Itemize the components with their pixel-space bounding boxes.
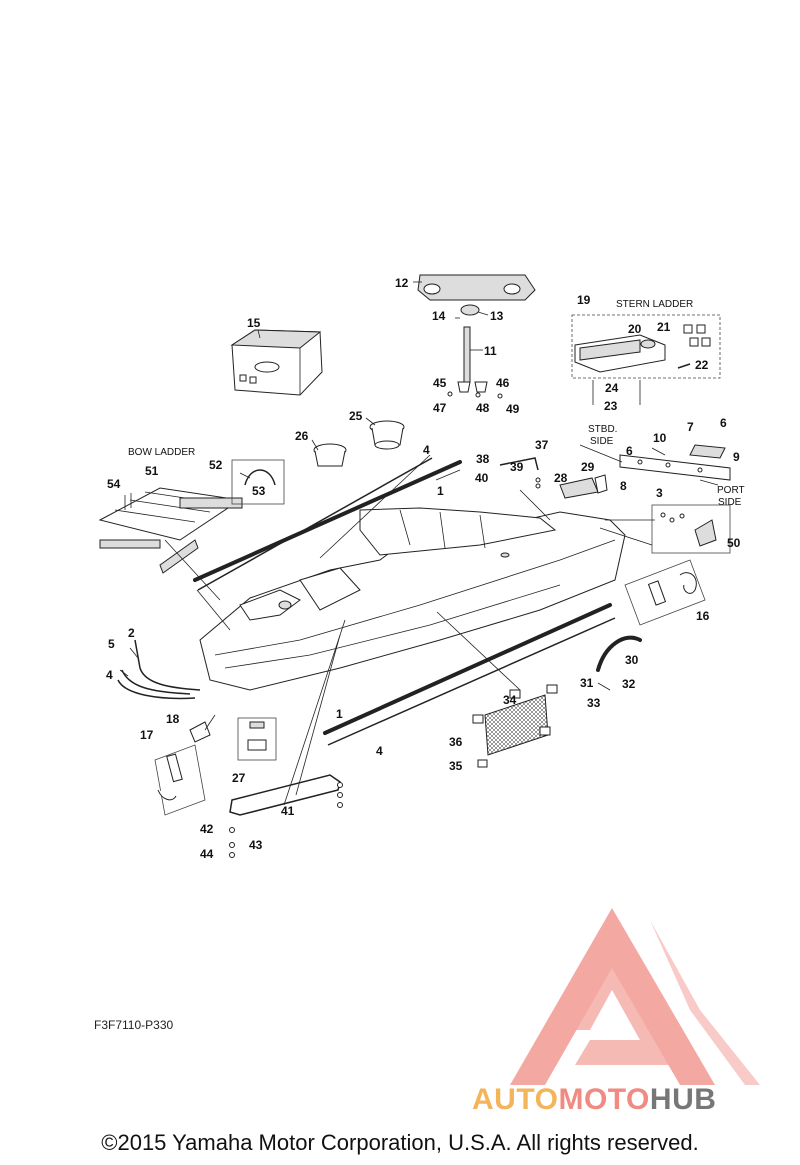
part-17-cleat-box [154,744,206,816]
callout: 54 [107,477,121,491]
watermark-logo [510,908,760,1085]
callout: 30 [625,653,639,667]
leader-lines [119,281,719,806]
callout: 53 [252,484,266,498]
callout: 16 [696,609,710,623]
callout: 34 [503,693,517,707]
part-25-cup-holder [369,420,405,450]
callout: 33 [587,696,601,710]
part-2-4-5-bow-trim [117,639,201,700]
copyright-footer: ©2015 Yamaha Motor Corporation, U.S.A. A… [101,1130,699,1155]
stbd-side-label-1: STBD. [588,424,617,435]
callout: 14 [432,309,446,323]
part-1-4-rub-rails [193,457,616,746]
callouts: 12 13 14 11 45 46 47 48 49 15 19 20 21 2… [106,276,741,861]
callout: 22 [695,358,709,372]
part-51-bow-ladder [98,487,243,574]
callout: 51 [145,464,159,478]
stbd-side-label-2: SIDE [590,436,614,447]
callout: 38 [476,452,490,466]
callout: 47 [433,401,447,415]
part-54-bolts [124,493,132,510]
callout: 21 [657,320,671,334]
callout: 11 [484,344,497,358]
callout: 1 [437,484,444,498]
callout: 44 [200,847,214,861]
callout: 50 [727,536,741,550]
callout: 40 [475,471,489,485]
callout: 20 [628,322,642,336]
callout: 25 [349,409,363,423]
callout: 23 [604,399,618,413]
callout: 49 [506,402,520,416]
callout: 12 [395,276,409,290]
watermark-brand: AUTOMOTOHUB [472,1083,716,1117]
part-18-bracket [189,721,211,743]
callout: 29 [581,460,595,474]
callout: 8 [620,479,627,493]
callout: 4 [106,668,113,682]
stern-ladder-box [571,314,721,405]
callout: 15 [247,316,261,330]
callout: 36 [449,735,463,749]
callout: 6 [720,416,727,430]
callout: 46 [496,376,510,390]
watermark-part2: MOTO [558,1083,650,1116]
callout: 41 [281,804,295,818]
watermark-part3: HUB [649,1083,717,1116]
callout: 26 [295,429,309,443]
callout: 39 [510,460,524,474]
part-30-strip [596,635,642,672]
callout: 7 [687,420,694,434]
callout: 1 [336,707,343,721]
part-12-cover [417,274,536,301]
callout: 27 [232,771,246,785]
part-34-net [472,684,558,768]
callout: 18 [166,712,180,726]
part-52-53-handle-box [231,459,285,505]
callout: 28 [554,471,568,485]
part-3-10-bracket [619,444,731,481]
callout: 35 [449,759,463,773]
drawing-code: F3F7110-P330 [94,1018,174,1032]
part-28-29 [559,474,608,499]
boat-hull [199,507,626,691]
part-50-plate [651,504,731,554]
callout: 43 [249,838,263,852]
part-27-box [237,717,277,761]
callout: 9 [733,450,740,464]
part-45-46-clips [447,381,503,399]
bow-ladder-label: BOW LADDER [128,447,195,458]
callout: 19 [577,293,591,307]
stern-ladder-label: STERN LADDER [616,299,693,310]
callout: 13 [490,309,504,323]
callout: 4 [376,744,383,758]
port-side-label-2: SIDE [718,497,742,508]
callout: 42 [200,822,214,836]
callout: 48 [476,401,490,415]
callout: 17 [140,728,154,742]
part-37-38-rail [499,457,541,489]
callout: 37 [535,438,549,452]
part-41-grab-rail [229,774,343,858]
part-11-pole [463,326,471,383]
callout: 24 [605,381,619,395]
callout: 5 [108,637,115,651]
port-side-label-1: PORT [717,485,745,496]
part-26-cup-holder [313,443,347,467]
watermark-part1: AUTO [472,1083,559,1116]
callout: 31 [580,676,594,690]
part-15-cooler [230,329,323,396]
callout: 10 [653,431,667,445]
callout: 4 [423,443,430,457]
part-13-14-nozzle [455,304,480,319]
callout: 52 [209,458,223,472]
part-16-cleat-box [624,559,706,626]
callout: 45 [433,376,447,390]
callout: 6 [626,444,633,458]
callout: 3 [656,486,663,500]
callout: 2 [128,626,135,640]
callout: 32 [622,677,636,691]
